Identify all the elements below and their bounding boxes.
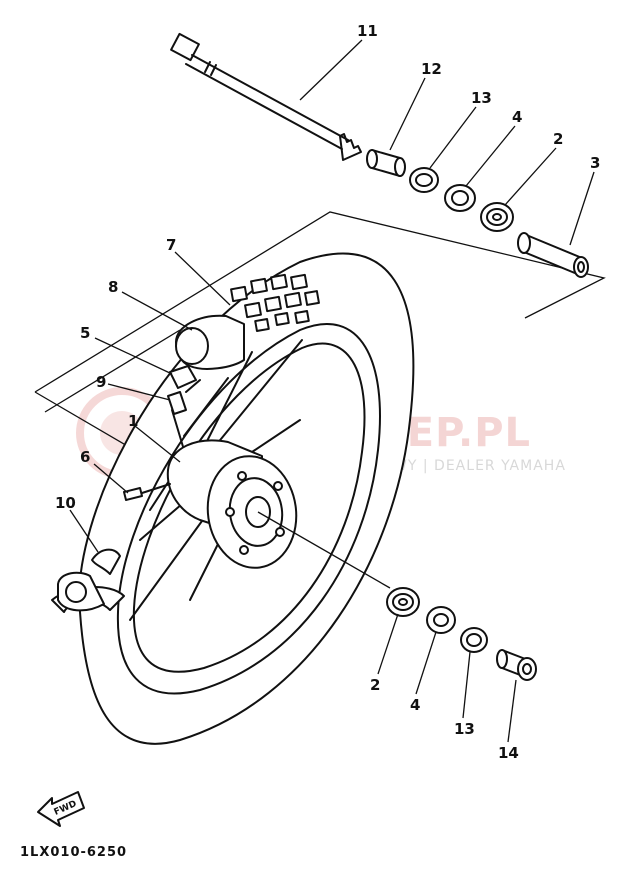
- callout-4-upper: 4: [512, 108, 522, 126]
- spacer-3: [517, 232, 589, 278]
- callout-10: 10: [55, 494, 76, 512]
- leader-lines: [69, 39, 595, 743]
- hub-flange: [206, 455, 298, 569]
- callout-7: 7: [166, 236, 176, 254]
- oil-seal-13-lower: [460, 627, 488, 653]
- upper-parts-row: [366, 149, 589, 278]
- callout-9: 9: [96, 373, 106, 391]
- diagram-part-code: 1LX010-6250: [20, 845, 127, 860]
- callout-1: 1: [128, 412, 138, 430]
- lower-parts-row: [386, 587, 537, 681]
- callout-4-lower: 4: [410, 696, 420, 714]
- front-axle: [170, 32, 362, 161]
- callout-11: 11: [357, 22, 378, 40]
- ring-4-upper: [444, 184, 476, 212]
- tire-tread: [230, 273, 320, 332]
- callout-2-upper: 2: [553, 130, 563, 148]
- callout-labels: 11 12 13 4 2 3 7 8 5 9 1 6 10 2 4 13 14: [55, 22, 600, 762]
- callout-14: 14: [498, 744, 519, 762]
- wheel-assembly: [78, 252, 415, 745]
- callout-5: 5: [80, 324, 90, 342]
- collar-14: [496, 649, 537, 681]
- callout-3: 3: [590, 154, 600, 172]
- callout-12: 12: [421, 60, 442, 78]
- forward-direction-arrow: FWD: [37, 791, 85, 827]
- callout-6: 6: [80, 448, 90, 466]
- callout-2-lower: 2: [370, 676, 380, 694]
- ring-4-lower: [426, 606, 456, 634]
- oil-seal-13-upper: [409, 167, 439, 193]
- bearing-2-lower: [386, 587, 420, 617]
- callout-13-upper: 13: [471, 89, 492, 107]
- collar-12: [366, 149, 406, 177]
- callout-8: 8: [108, 278, 118, 296]
- inner-tube-10: [51, 548, 125, 613]
- bearing-2-upper: [480, 202, 514, 232]
- callout-13-lower: 13: [454, 720, 475, 738]
- rim-lock-and-band: [123, 314, 245, 501]
